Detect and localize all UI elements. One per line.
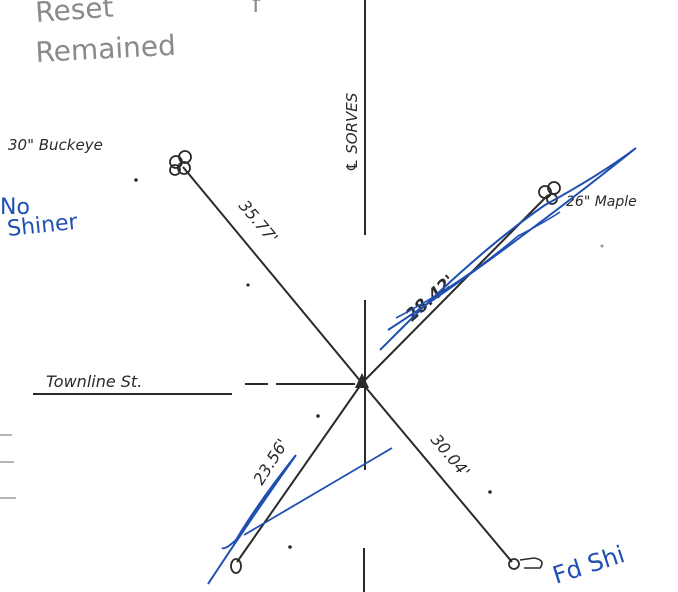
townline-street-label: Townline St. — [46, 372, 142, 391]
maple-tree-label: 26" Maple — [566, 194, 637, 210]
pencil-dot — [134, 178, 138, 182]
pencil-dot — [316, 414, 320, 418]
no-shiner-note-line1: No — [0, 195, 30, 220]
pencil-dot — [246, 283, 250, 287]
blue-ink-swoosh-ne — [379, 147, 637, 351]
monument-triangle — [355, 373, 369, 388]
distance-label-sw: 23.56' — [249, 435, 292, 488]
tie-line-nw — [182, 166, 363, 384]
blue-ink-swoosh-ne-under — [395, 211, 561, 319]
reset-note-suffix: f — [252, 0, 261, 18]
pencil-dot — [288, 545, 292, 549]
fd-shi-note: Fd Shi — [549, 540, 628, 589]
buckeye-tree-symbol — [169, 150, 192, 176]
blue-ink-line-sw — [243, 447, 393, 536]
vertical-street-label: ℄ SORVES — [343, 92, 361, 172]
blue-ink-swoosh-sw — [207, 454, 297, 585]
tie-line-sw — [236, 382, 363, 563]
pencil-dot — [488, 490, 492, 494]
se-end-marker — [508, 557, 543, 570]
maple-tree-symbol — [538, 181, 561, 205]
remained-note: Remained — [35, 29, 177, 69]
sw-end-marker — [230, 558, 242, 574]
distance-label-se: 30.04' — [427, 430, 474, 481]
reset-note: Reset — [34, 0, 114, 29]
buckeye-tree-label: 30" Buckeye — [8, 136, 103, 154]
tie-line-se — [361, 382, 513, 563]
pencil-dot — [600, 244, 604, 248]
